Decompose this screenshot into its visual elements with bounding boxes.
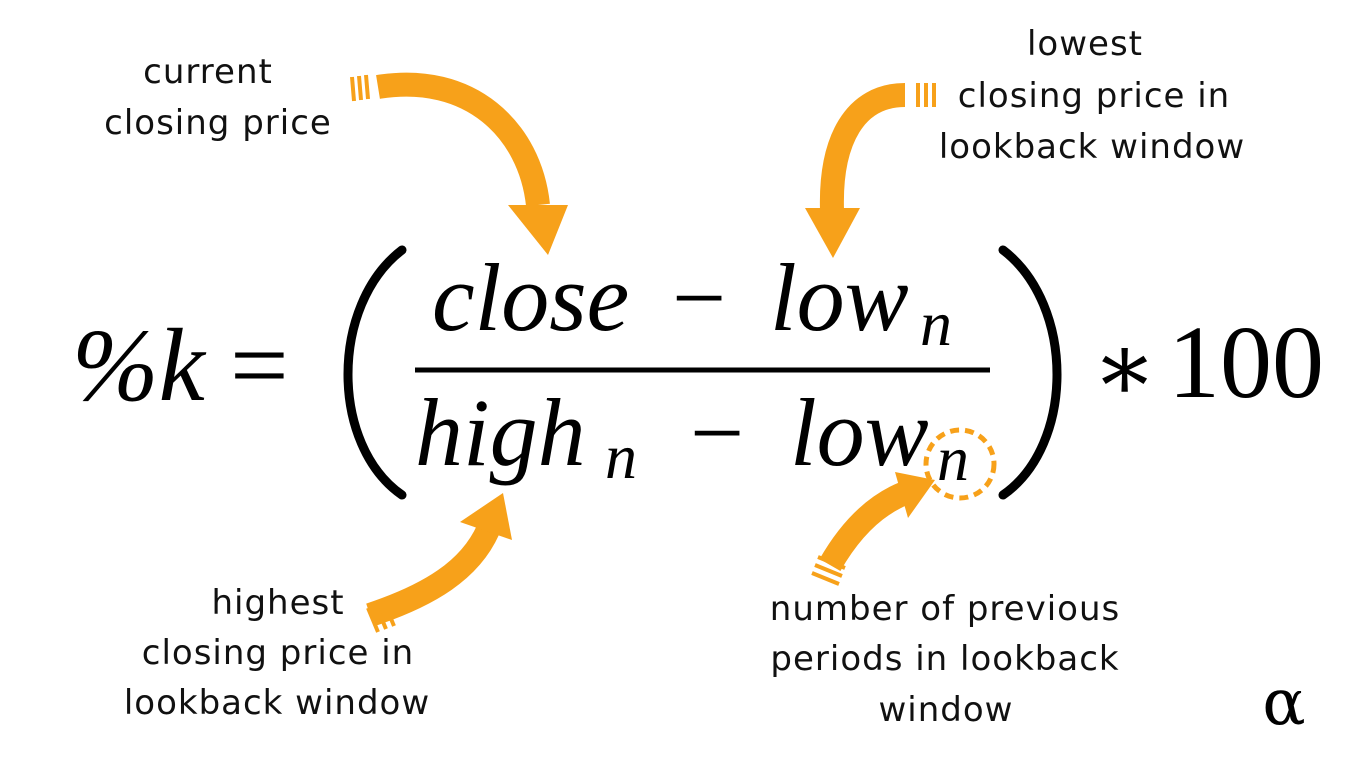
- arrow-current-close: [350, 72, 568, 255]
- annotation-line: highest: [211, 583, 344, 623]
- denominator-low: low: [790, 379, 929, 486]
- alpha-logo: α: [1262, 666, 1305, 740]
- arrow-tail-stripes: [366, 601, 396, 633]
- annotation-line: closing price in: [958, 76, 1230, 116]
- annotation-line: number of previous: [770, 589, 1120, 629]
- right-paren: [998, 245, 1062, 500]
- formula: %k = close − low n high n − low n ∗ 100: [72, 244, 1324, 500]
- arrow-head: [895, 472, 935, 518]
- arrow-tail-stripes: [350, 74, 370, 102]
- formula-equals: =: [230, 308, 289, 423]
- annotation-line: periods in lookback: [770, 639, 1119, 679]
- numerator-minus: −: [672, 244, 726, 351]
- highlight-circle: [923, 427, 997, 501]
- arrow-lowest-close: [805, 83, 936, 258]
- arrow-shaft: [819, 481, 910, 572]
- arrow-head: [805, 208, 860, 258]
- arrow-shaft: [376, 72, 550, 207]
- annotation-line: closing price in: [142, 633, 414, 673]
- annotation-periods: number of previous periods in lookback w…: [770, 589, 1120, 730]
- formula-multiply: ∗: [1092, 314, 1157, 421]
- numerator-low-subscript: n: [920, 288, 952, 359]
- annotation-lowest-close: lowest closing price in lookback window: [939, 24, 1245, 167]
- denominator-minus: −: [690, 379, 744, 486]
- annotation-highest-close: highest closing price in lookback window: [124, 583, 430, 723]
- annotation-line: lowest: [1027, 24, 1143, 64]
- formula-lhs: %k: [72, 308, 207, 423]
- arrow-head: [460, 493, 512, 540]
- left-paren: [343, 245, 407, 500]
- numerator-low: low: [770, 244, 909, 351]
- arrow-head: [508, 205, 568, 255]
- annotation-line: lookback window: [939, 127, 1245, 167]
- annotation-line: current: [143, 52, 273, 92]
- arrow-tail-stripes: [916, 83, 936, 107]
- arrow-shaft: [366, 524, 499, 627]
- arrow-periods: [811, 472, 935, 586]
- numerator-close: close: [432, 244, 629, 351]
- annotation-current-close: current closing price: [104, 52, 332, 143]
- denominator-high-subscript: n: [605, 421, 637, 492]
- arrow-highest-close: [366, 493, 512, 633]
- annotation-line: window: [879, 690, 1014, 730]
- arrow-shaft: [819, 83, 906, 211]
- arrow-tail-stripes: [811, 555, 846, 586]
- denominator-high: high: [415, 379, 586, 486]
- annotation-line: closing price: [104, 103, 332, 143]
- annotation-line: lookback window: [124, 683, 430, 723]
- formula-factor: 100: [1168, 305, 1324, 420]
